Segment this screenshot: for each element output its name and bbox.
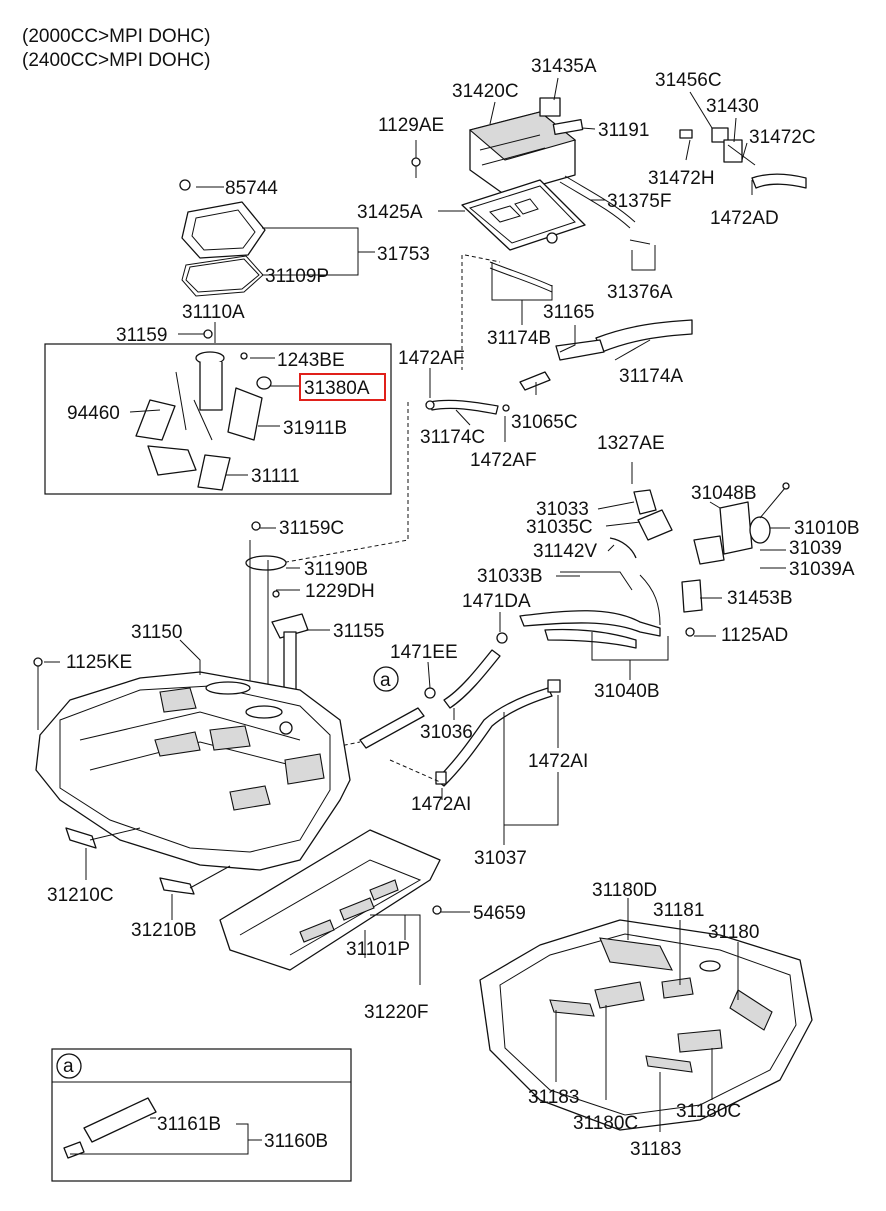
fuel-pump-module-box xyxy=(44,343,392,495)
label-31183-left: 31183 xyxy=(528,1087,579,1108)
label-31110A: 31110A xyxy=(182,302,245,323)
fuel-filler-door-assembly xyxy=(560,482,790,626)
detail-a-box xyxy=(51,1048,352,1182)
label-31472C: 31472C xyxy=(749,127,816,148)
label-31101P: 31101P xyxy=(346,939,410,960)
label-31375F: 31375F xyxy=(607,191,671,212)
tank-insulator-pads xyxy=(479,919,813,1131)
label-31376A: 31376A xyxy=(607,282,673,303)
label-1471DA: 1471DA xyxy=(462,591,531,612)
label-31220F: 31220F xyxy=(364,1002,428,1023)
label-1472AI-right: 1472AI xyxy=(528,751,588,772)
label-31191: 31191 xyxy=(598,120,649,141)
label-31142V: 31142V xyxy=(533,541,597,562)
fuel-filler-pipe xyxy=(496,610,695,649)
label-31380A: 31380A xyxy=(304,378,370,399)
label-1125AD: 1125AD xyxy=(721,625,788,646)
label-1125KE: 1125KE xyxy=(66,652,132,673)
heat-shield xyxy=(219,829,442,971)
label-31037: 31037 xyxy=(474,848,527,869)
label-1471EE: 1471EE xyxy=(390,642,458,663)
label-31420C: 31420C xyxy=(452,81,519,102)
label-31911B: 31911B xyxy=(283,418,347,439)
label-31065C: 31065C xyxy=(511,412,578,433)
label-1229DH: 1229DH xyxy=(305,581,375,602)
label-31425A: 31425A xyxy=(357,202,423,223)
fuel-tank xyxy=(33,657,351,871)
label-1129AE: 1129AE xyxy=(378,115,444,136)
label-31010B: 31010B xyxy=(794,518,860,539)
canister-assembly xyxy=(411,97,586,251)
vent-tubes xyxy=(329,649,561,787)
fuel-pump-module xyxy=(135,329,272,491)
detail-a-marker xyxy=(56,1053,82,1079)
label-31040B: 31040B xyxy=(594,681,660,702)
label-31183-right: 31183 xyxy=(630,1139,681,1160)
detail-a-letter: a xyxy=(63,1056,74,1077)
label-31165: 31165 xyxy=(543,302,594,323)
label-31456C: 31456C xyxy=(655,70,722,91)
label-31111: 31111 xyxy=(251,466,300,487)
label-31036: 31036 xyxy=(420,722,473,743)
label-31453B: 31453B xyxy=(727,588,793,609)
detail-a-tube xyxy=(63,1097,157,1159)
label-31174B: 31174B xyxy=(487,328,551,349)
label-31039: 31039 xyxy=(789,538,842,559)
pump-cover-gasket xyxy=(179,179,266,297)
label-31161B: 31161B xyxy=(157,1114,221,1135)
label-31035C: 31035C xyxy=(526,517,593,538)
label-31210B: 31210B xyxy=(131,920,197,941)
vent-hoses xyxy=(461,175,651,370)
label-1243BE: 1243BE xyxy=(277,350,345,371)
label-94460: 94460 xyxy=(67,403,120,424)
label-1472AF-lower: 1472AF xyxy=(470,450,537,471)
label-31109P: 31109P xyxy=(265,266,329,287)
label-31435A: 31435A xyxy=(531,56,597,77)
label-31033: 31033 xyxy=(536,499,589,520)
highlight-box-31380A xyxy=(299,373,386,401)
label-31174A: 31174A xyxy=(619,366,683,387)
label-31190B: 31190B xyxy=(304,559,368,580)
engine-spec-1: (2000CC>MPI DOHC) xyxy=(22,26,210,47)
label-31180: 31180 xyxy=(708,922,759,943)
tank-straps xyxy=(65,827,231,895)
detail-a-callout xyxy=(373,666,399,692)
part-labels: 31435A 31420C 31456C 31430 1129AE 31191 … xyxy=(47,56,860,1160)
purge-control-valve xyxy=(679,127,807,189)
engine-spec-2: (2400CC>MPI DOHC) xyxy=(22,50,210,71)
label-31048B: 31048B xyxy=(691,483,757,504)
label-31160B: 31160B xyxy=(264,1131,328,1152)
filler-neck xyxy=(269,319,693,566)
label-31033B: 31033B xyxy=(477,566,543,587)
label-31430: 31430 xyxy=(706,96,759,117)
label-31180C-right: 31180C xyxy=(676,1101,741,1122)
leader-lines xyxy=(44,77,790,1155)
label-31210C: 31210C xyxy=(47,885,114,906)
label-85744: 85744 xyxy=(225,178,278,199)
label-31180D: 31180D xyxy=(592,880,657,901)
label-1472AF-upper: 1472AF xyxy=(398,348,465,369)
label-1472AI-left: 1472AI xyxy=(411,794,471,815)
label-31174C: 31174C xyxy=(420,427,485,448)
label-31180C-left: 31180C xyxy=(573,1113,638,1134)
label-31150: 31150 xyxy=(131,622,182,643)
detail-a-callout-letter: a xyxy=(380,670,391,691)
label-31753: 31753 xyxy=(377,244,430,265)
label-1327AE: 1327AE xyxy=(597,433,665,454)
label-31472H: 31472H xyxy=(648,168,715,189)
label-54659: 54659 xyxy=(473,903,526,924)
label-31039A: 31039A xyxy=(789,559,855,580)
label-1472AD: 1472AD xyxy=(710,208,779,229)
label-31159: 31159 xyxy=(116,325,167,346)
label-31181: 31181 xyxy=(653,900,704,921)
label-31155: 31155 xyxy=(333,621,384,642)
label-31159C: 31159C xyxy=(279,518,344,539)
